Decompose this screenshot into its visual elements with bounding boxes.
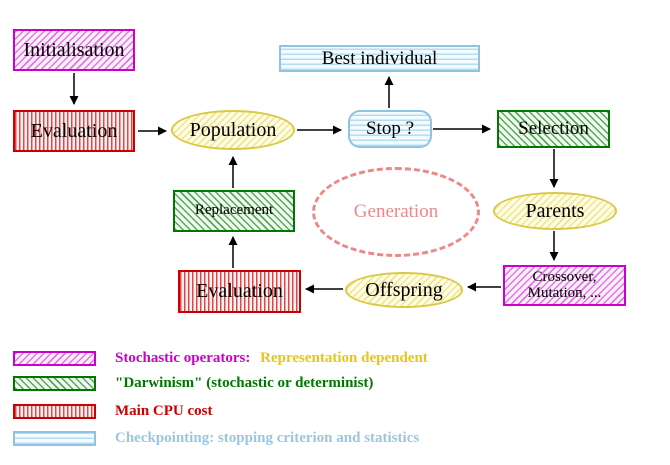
legend-row-stochastic: Stochastic operators: Representation dep…: [13, 350, 428, 366]
legend-label-darwinism: "Darwinism" (stochastic or determinist): [115, 374, 374, 391]
legend-swatch-cpu-cost: [13, 403, 96, 419]
legend-swatch-checkpointing: [13, 430, 96, 446]
legend-row-darwinism: "Darwinism" (stochastic or determinist): [13, 375, 373, 391]
legend-row-checkpointing: Checkpointing: stopping criterion and st…: [13, 430, 419, 446]
legend-label-checkpointing: Checkpointing: stopping criterion and st…: [115, 429, 420, 446]
legend-label-cpu-cost: Main CPU cost: [115, 402, 213, 419]
crossover-line: Crossover,: [532, 268, 597, 285]
legend-swatch-stochastic: [13, 350, 96, 366]
node-initialisation: Initialisation: [13, 29, 135, 71]
legend-label-stochastic-title: Stochastic operators:: [115, 349, 251, 366]
node-selection: Selection: [497, 110, 610, 148]
node-stop: Stop ?: [348, 110, 432, 148]
generation-loop-ellipse: Generation: [312, 167, 480, 257]
node-crossover-mutation: Crossover, Mutation, ...: [503, 265, 626, 306]
mutation-line: Mutation, ...: [527, 284, 602, 301]
legend-label-stochastic-detail: Representation dependent: [260, 349, 428, 366]
node-replacement: Replacement: [173, 190, 295, 232]
node-best-individual: Best individual: [279, 45, 480, 72]
node-population: Population: [171, 110, 295, 150]
legend-swatch-darwinism: [13, 375, 96, 391]
legend-row-cpu-cost: Main CPU cost: [13, 403, 213, 419]
node-parents: Parents: [493, 192, 617, 230]
node-evaluation-bottom: Evaluation: [178, 270, 301, 313]
legend-label-stochastic: Stochastic operators: Representation dep…: [115, 350, 428, 367]
node-offspring: Offspring: [345, 272, 463, 308]
node-evaluation-top: Evaluation: [13, 110, 135, 152]
